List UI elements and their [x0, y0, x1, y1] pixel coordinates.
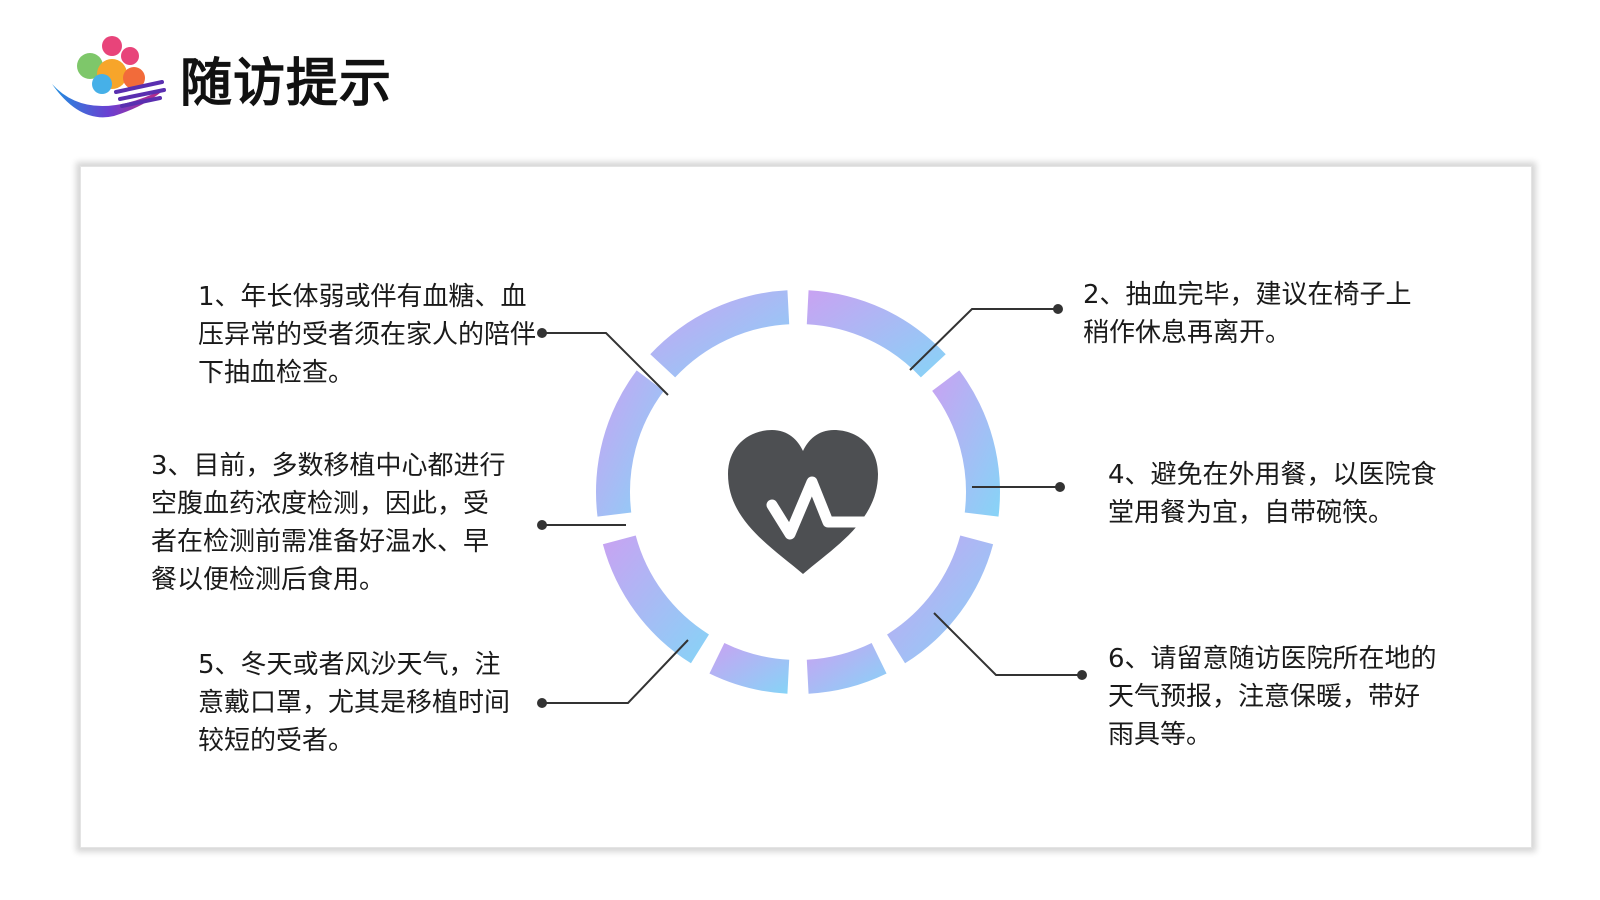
ring-segment: [806, 642, 887, 694]
tip-5-text: 5、冬天或者风沙天气，注意戴口罩，尤其是移植时间较短的受者。: [198, 650, 511, 756]
ring-segment: [602, 535, 709, 664]
connector-dot: [537, 328, 547, 338]
connector-dot: [537, 520, 547, 530]
ring-segment: [806, 290, 946, 378]
logo-icon: [52, 36, 166, 118]
ring-segment: [932, 370, 1000, 517]
segmented-ring: [595, 290, 1000, 694]
ring-segment: [887, 535, 994, 664]
tip-3-text: 3、目前，多数移植中心都进行空腹血药浓度检测，因此，受者在检测前需准备好温水、早…: [151, 451, 506, 595]
connector-line: [909, 308, 1058, 371]
connector-line: [933, 612, 1082, 676]
tip-2-text: 2、抽血完毕，建议在椅子上稍作休息再离开。: [1083, 280, 1412, 348]
ring-segment: [709, 642, 790, 694]
tip-1-text: 1、年长体弱或伴有血糖、血压异常的受者须在家人的陪伴下抽血检查。: [198, 282, 537, 388]
connector-dot: [1055, 482, 1065, 492]
heart-pulse-icon: [728, 430, 886, 574]
tip-6-text: 6、请留意随访医院所在地的天气预报，注意保暖，带好雨具等。: [1108, 644, 1437, 750]
ring-segment: [595, 370, 664, 517]
connector-dot: [537, 698, 547, 708]
ring-segment: [650, 290, 790, 378]
connector-line: [542, 332, 669, 396]
connector-dot: [1077, 670, 1087, 680]
connector-line: [542, 639, 689, 704]
connector-lines: [537, 304, 1087, 708]
page-title: 随访提示: [180, 54, 393, 114]
tip-4-text: 4、避免在外用餐，以医院食堂用餐为宜，自带碗筷。: [1108, 460, 1437, 528]
connector-dot: [1053, 304, 1063, 314]
